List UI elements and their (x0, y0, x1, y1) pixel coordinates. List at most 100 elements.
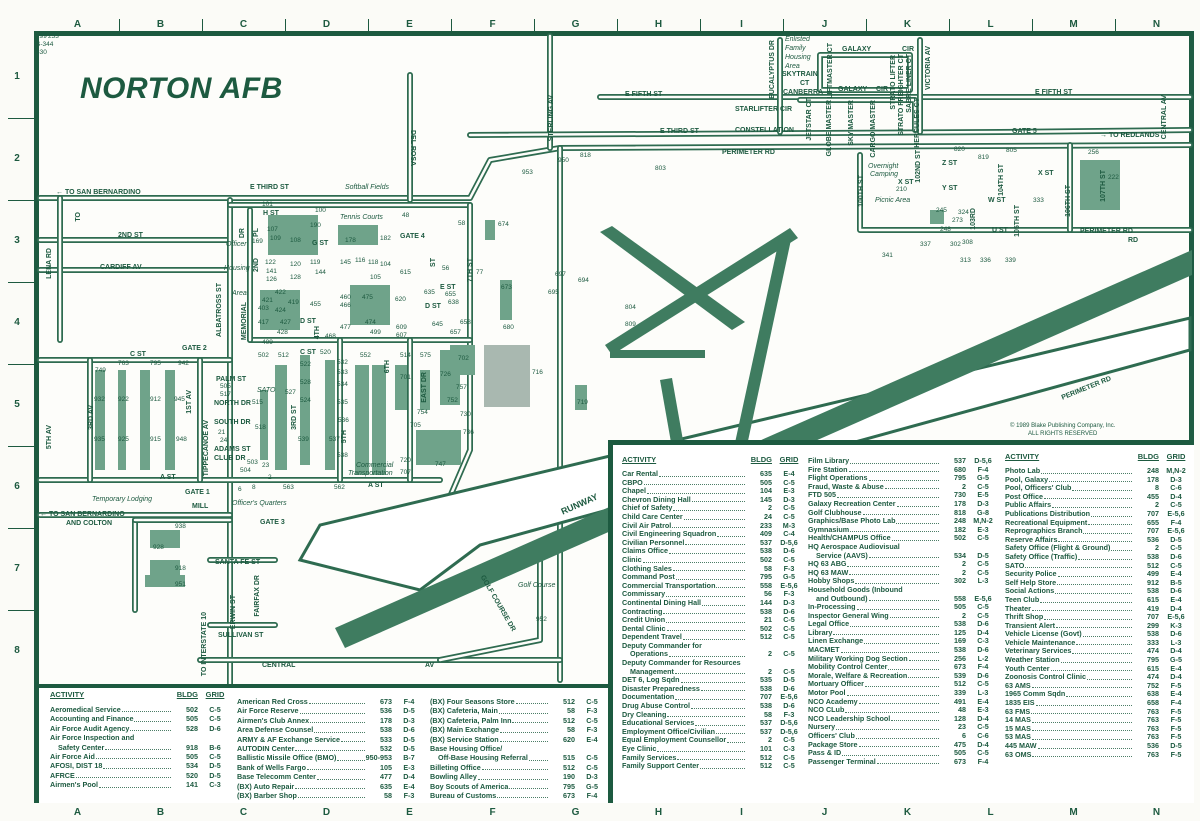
street-label: STERLING AV (548, 95, 555, 142)
building-number: 330 (36, 49, 47, 56)
gate-label: GATE 2 (182, 345, 207, 352)
area-label: SATO (257, 387, 276, 394)
activity-name: Vehicle License (Govt) (1005, 629, 1082, 639)
grid-column-label: C (239, 807, 248, 818)
grid-reference: E-5 (977, 490, 989, 500)
activity-name: Aeromedical Service (50, 704, 121, 714)
index-header-activity: ACTIVITY (1005, 452, 1040, 461)
grid-reference: E-5,6 (1167, 526, 1185, 536)
building-number: 308 (962, 239, 973, 246)
building-number: 673 (380, 696, 392, 706)
dot-leader (1032, 756, 1132, 758)
dot-leader (1041, 472, 1132, 474)
building-number: 754 (417, 409, 428, 416)
activity-name: In-Processing (808, 602, 856, 612)
dot-leader (695, 724, 745, 726)
building-number: 101 (760, 744, 772, 753)
building-number: 819 (978, 154, 989, 161)
dot-leader (858, 703, 939, 705)
building-number: 169 (954, 636, 966, 646)
grid-reference: D-5 (209, 761, 221, 771)
activity-name: HQ 63 ABG (808, 559, 847, 569)
building-number: 609 (396, 324, 407, 331)
grid-reference: D-5,6 (780, 718, 798, 728)
grid-row-label: 2 (14, 153, 20, 164)
grid-reference: C-5 (977, 481, 989, 491)
grid-reference: D-3 (403, 715, 415, 725)
building-number: 620 (563, 734, 575, 744)
building-number: 763 (1147, 723, 1159, 733)
street-label: SOUTH DR (214, 419, 251, 426)
building-number: 655 (445, 291, 456, 298)
building (325, 360, 335, 470)
street-label: CIR (876, 86, 889, 93)
grid-row-label: 5 (14, 399, 20, 410)
grid-divider (1115, 19, 1116, 31)
dot-leader (1078, 558, 1132, 560)
building-number: 336 (980, 257, 991, 264)
building-number: 182 (380, 235, 391, 242)
building-number: 502 (760, 623, 772, 633)
building-number: 6 (238, 486, 242, 493)
grid-reference: D-4 (1170, 646, 1182, 656)
building-number: 505 (186, 714, 198, 724)
activity-name: Gymnasium (808, 524, 850, 534)
building-number: 333 (1033, 197, 1044, 204)
building-number: 918 (175, 565, 186, 572)
dot-leader (1049, 481, 1132, 483)
building-number: 145 (340, 259, 351, 266)
dot-leader (727, 742, 745, 743)
building-number: 537 (760, 537, 772, 547)
building-number: 695 (548, 289, 559, 296)
street-label: CLUB DR (214, 455, 246, 462)
building-number: 809 (625, 321, 636, 328)
grid-reference: E-4 (1170, 594, 1182, 604)
building-number: 339 (1005, 257, 1016, 264)
street-label: JETSTAR CT (806, 98, 813, 141)
building-number: 190 (563, 772, 575, 782)
activity-name: 53 MAS (1005, 732, 1031, 742)
street-label: EUCALYPTUS DR (769, 40, 776, 99)
activity-name: AFOSI, DIST 18 (50, 761, 103, 771)
activity-name: Pass & ID (808, 748, 842, 758)
activity-name: American Red Cross (237, 696, 308, 706)
dot-leader (855, 582, 939, 584)
dot-leader (121, 711, 171, 713)
grid-reference: F-4 (1170, 517, 1182, 527)
street-label: E ST (440, 284, 456, 291)
activity-name: Flight Operations (808, 473, 868, 483)
area-label: Area (232, 290, 247, 297)
building-number: 635 (424, 289, 435, 296)
street-label: X ST (1038, 170, 1054, 177)
building-number: 324 (958, 209, 969, 216)
building-number: 24 (764, 511, 772, 521)
street-label: FAIRFAX DR (254, 575, 261, 617)
grid-reference: D-6 (977, 619, 989, 629)
dot-leader (1088, 524, 1132, 526)
activity-name: HQ 63 MAW (808, 567, 849, 577)
building-number: 128 (290, 274, 301, 281)
direction-label: → TO REDLANDS (1100, 132, 1160, 139)
street-label: DEL ROSA (409, 130, 416, 167)
building-number: 248 (940, 226, 951, 233)
street-label: ALBATROSS ST (216, 283, 223, 337)
grid-column-label: E (406, 807, 413, 818)
building-number: 23 (958, 722, 966, 732)
grid-divider (617, 19, 618, 31)
dot-leader (868, 557, 939, 559)
grid-reference: E-3 (977, 705, 989, 715)
building (372, 365, 386, 475)
grid-divider (8, 446, 34, 447)
